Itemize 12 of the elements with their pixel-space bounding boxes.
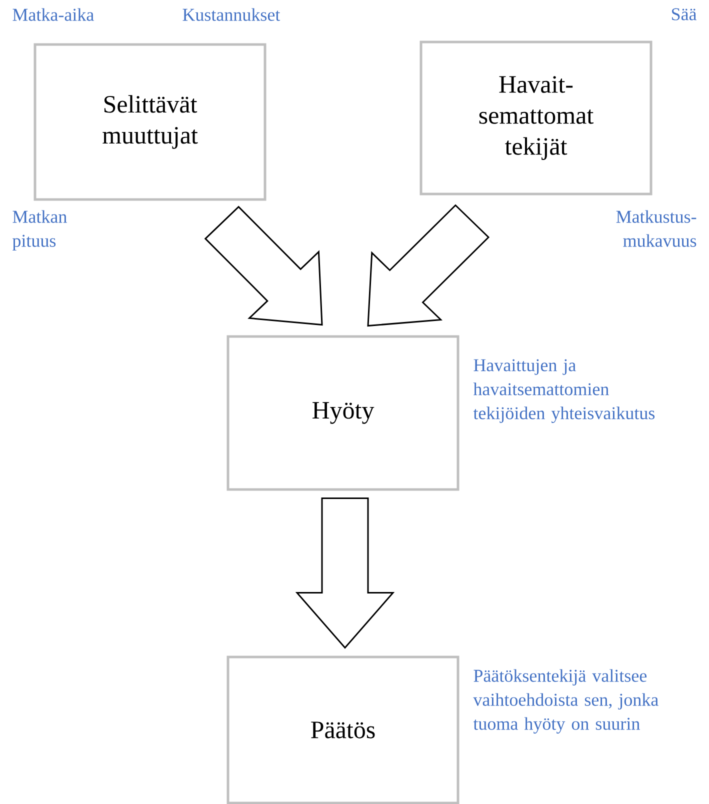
block-arrow (295, 498, 395, 649)
process-box: Päätös (226, 656, 460, 804)
note-text: Matkan pituus (12, 210, 67, 251)
process-box: Hyöty (226, 335, 460, 491)
note-text: Havaittujen ja havaitsemattomien tekijöiden yhteisvaikutus (473, 359, 655, 424)
note-text: Matkustus- mukavuus (616, 210, 696, 247)
note-text: Matka-aika (12, 8, 94, 21)
note-text: Päätöksentekijä valitsee vaihtoehdoista sen, jonka tuoma hyöty on suurin (473, 669, 658, 734)
process-box: Selittävät muuttujat (34, 43, 266, 201)
note-text: Kustannukset (182, 8, 280, 21)
process-box: Havait- semattomat tekijät (420, 40, 652, 196)
note-text: Sää (672, 8, 697, 20)
